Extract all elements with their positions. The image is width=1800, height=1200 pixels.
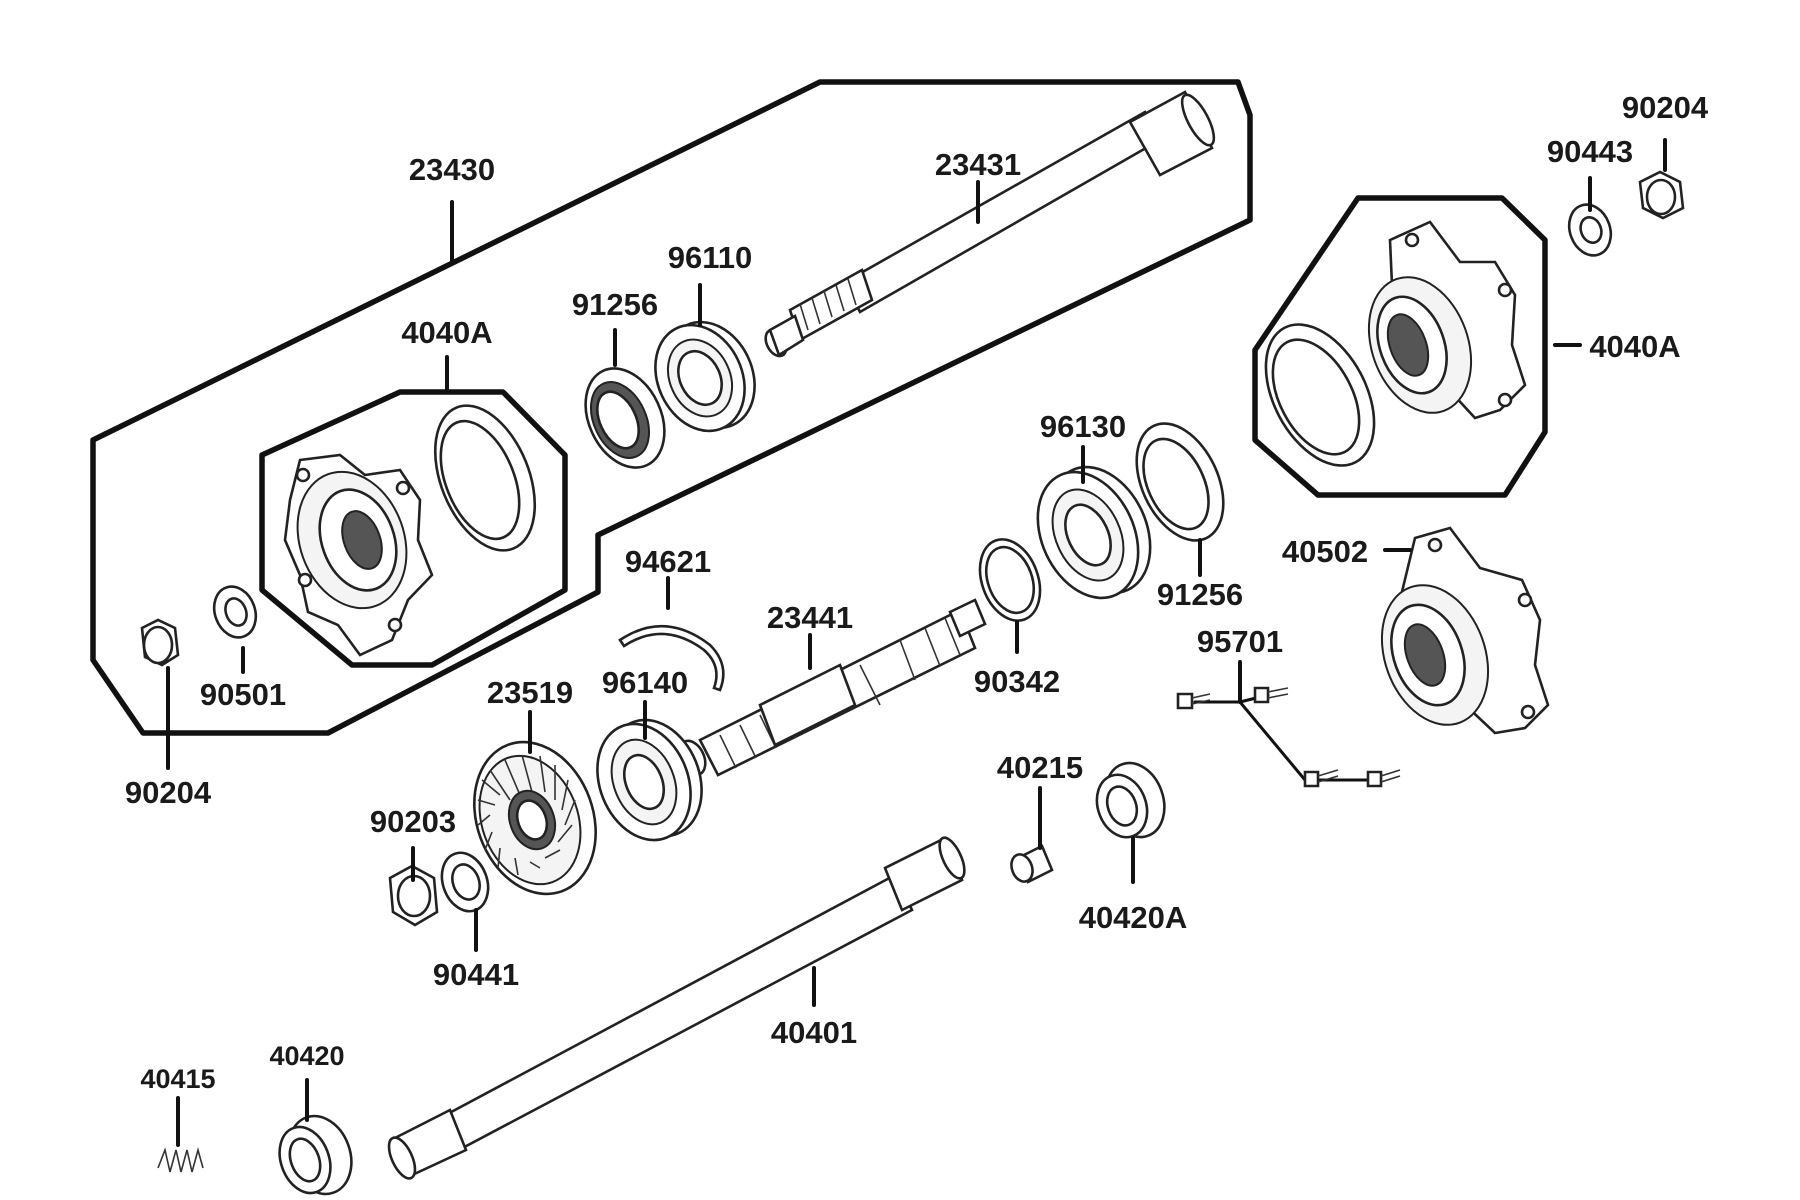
shaft-40401	[387, 836, 966, 1180]
housing-40502	[1380, 526, 1550, 735]
callout-95701: 95701	[1197, 624, 1283, 659]
callout-40420: 40420	[269, 1041, 344, 1071]
assembly-4040A-right-frame	[1252, 195, 1548, 498]
bearing-96130	[1036, 465, 1152, 600]
callout-40502: 40502	[1282, 534, 1368, 569]
shaft-23431	[764, 90, 1216, 358]
bevel-gear-23519	[473, 740, 597, 896]
housing-4040A-left	[283, 453, 434, 657]
callout-23441: 23441	[767, 600, 853, 635]
callout-23430: 23430	[409, 152, 495, 187]
callout-40420A: 40420A	[1079, 900, 1188, 935]
callout-96130: 96130	[1040, 409, 1126, 444]
washer-90443	[1567, 203, 1613, 257]
callout-91256-top: 91256	[572, 287, 658, 322]
plug-40215	[1010, 844, 1054, 884]
callout-23519: 23519	[487, 675, 573, 710]
callout-40215: 40215	[997, 750, 1083, 785]
seal-ring-4040A-left	[433, 404, 537, 552]
callout-90443: 90443	[1547, 134, 1633, 169]
callout-91256-mid: 91256	[1157, 577, 1243, 612]
callout-96110: 96110	[668, 240, 753, 275]
washer-90501	[212, 585, 258, 639]
callout-23431: 23431	[935, 147, 1021, 182]
washer-90441	[440, 851, 490, 913]
callout-labels: 23430 23431 4040A 96110 91256 90501 9020…	[125, 90, 1709, 1094]
bearing-96140	[596, 718, 703, 842]
nut-90204-left	[140, 618, 180, 667]
shim-90342	[978, 538, 1042, 622]
sleeve-40420	[278, 1114, 353, 1196]
callout-96140: 96140	[602, 665, 688, 700]
circlip-94621	[618, 624, 725, 692]
nut-90204-right	[1638, 170, 1685, 220]
housing-4040A-right	[1367, 220, 1527, 420]
seal-91256-top	[584, 367, 666, 469]
bearing-96110	[654, 320, 756, 433]
assembly-23430-frame	[90, 79, 1253, 736]
callout-90204-right: 90204	[1622, 90, 1709, 125]
callout-90203: 90203	[370, 804, 456, 839]
bolts-95701	[1176, 686, 1401, 788]
callout-94621: 94621	[625, 544, 711, 579]
assembly-4040A-left-frame	[259, 389, 568, 668]
leader-lines	[166, 138, 1667, 1147]
callout-90501: 90501	[200, 677, 286, 712]
callout-40415: 40415	[140, 1064, 215, 1094]
callout-40401: 40401	[771, 1015, 857, 1050]
seal-91256-mid	[1135, 422, 1225, 542]
nut-90203	[388, 864, 439, 927]
sleeve-40420A	[1095, 761, 1166, 839]
spring-40415	[157, 1146, 204, 1173]
callout-90342: 90342	[974, 664, 1060, 699]
callout-90441: 90441	[433, 957, 519, 992]
seal-ring-4040A-right	[1264, 323, 1376, 467]
callout-4040A-right: 4040A	[1589, 329, 1680, 364]
callout-4040A-left: 4040A	[401, 315, 492, 350]
callout-90204-left: 90204	[125, 775, 212, 810]
